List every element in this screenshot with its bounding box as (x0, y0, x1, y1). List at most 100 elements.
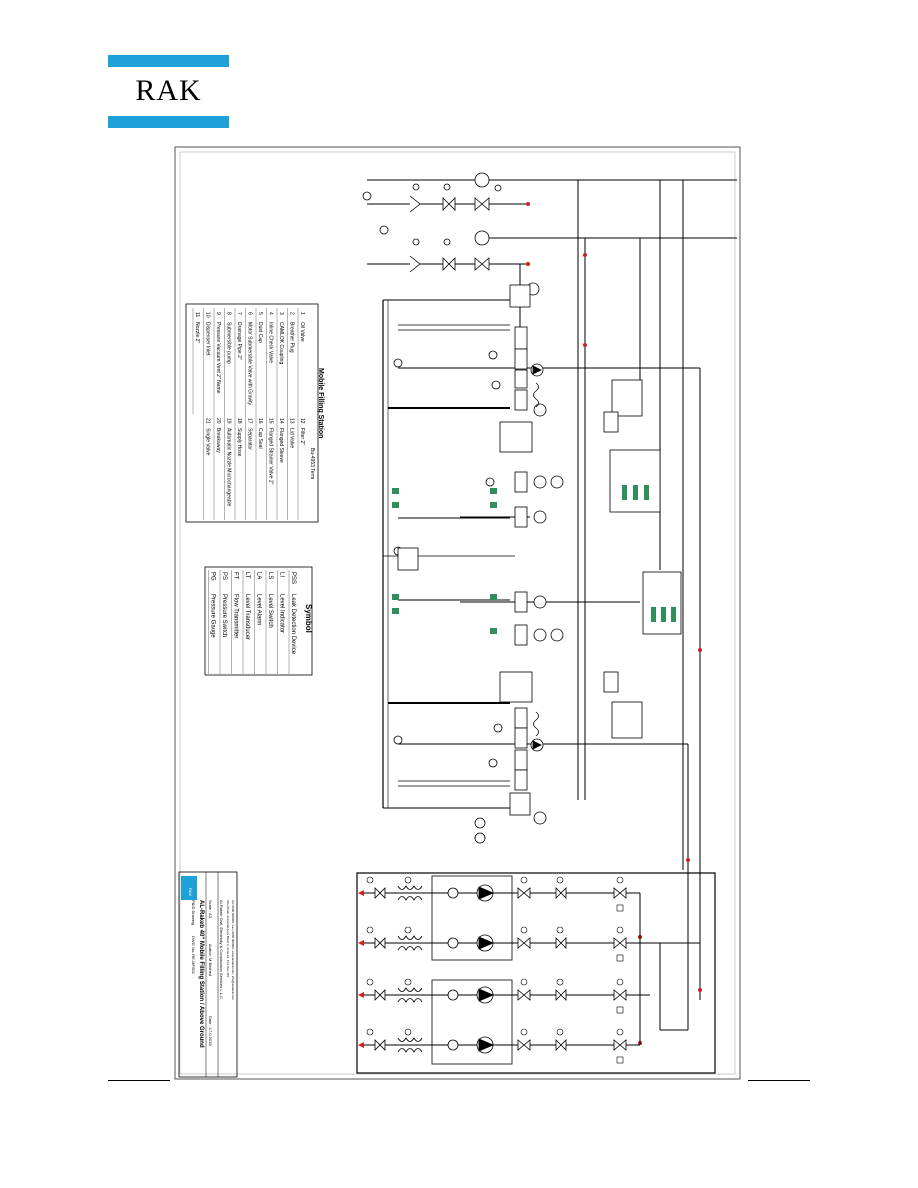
dispenser-pumps (447, 884, 495, 1054)
parts-table-row-no: 1 (299, 312, 305, 315)
symbol-table-desc: Level Transducer (244, 594, 250, 640)
parts-table-row-no: 21 (205, 418, 211, 424)
tank-instruments (393, 282, 564, 844)
parts-table-border (185, 303, 319, 523)
dispenser-lines (360, 892, 700, 1046)
parts-table-row-desc: Flanged Strainer Valve 2" (268, 428, 274, 485)
title-block-title: AL-Rakeb 40" Mobile Filling Station / Ab… (198, 900, 204, 1048)
symbol-table-desc: Level Indicator (279, 594, 285, 633)
title-block-logo-text: RAK (188, 888, 193, 897)
symbol-table: Symbol PSS Leak Detection Device LI Level I… (208, 570, 313, 674)
title-block-date: Date : 17.0.2018 (208, 1016, 213, 1046)
symbol-table-rows: PSS Leak Detection Device LI Level Indicato… (208, 570, 296, 674)
control-panels (603, 379, 682, 739)
parts-table-subtitle: Bu-4953 Term (309, 448, 315, 479)
title-block-logo (181, 876, 197, 900)
drawing-inner-frame (179, 151, 736, 1075)
parts-table-row-desc: Filter 2" (299, 428, 305, 445)
parts-table-row-desc: Oil Valve (299, 322, 305, 342)
title-block-number: DWG No: RE-MFS01 (191, 936, 196, 975)
symbol-table-code: PSS (290, 572, 296, 584)
parts-table-row-no: 19 (226, 418, 232, 424)
parts-table: Mobile Filling Station Bu-4953 Term 1Oil… (192, 308, 324, 520)
parts-table-row-desc: Nozzle 2" (194, 322, 200, 343)
title-block-address: Abu Dhabi, Industrial Area Block 3, Zone… (226, 900, 230, 978)
parts-table-row-no: 15 (268, 418, 274, 424)
parts-table-title: Mobile Filling Station (317, 368, 324, 438)
parts-table-row-no: 12 (299, 418, 305, 424)
symbol-table-desc: Leak Detection Device (290, 594, 296, 655)
drawing-frame (174, 146, 741, 1080)
symbol-table-code: PS (221, 572, 227, 580)
parts-table-row-desc: Breather Plug (289, 322, 295, 353)
symbol-table-code: PG (210, 572, 216, 581)
parts-table-row-no: 18 (236, 418, 242, 424)
parts-table-row-desc: Motor Submersible Valve with Gravity (247, 322, 253, 405)
title-block-border (178, 871, 238, 1078)
parts-table-row-desc: Supply Hose (236, 428, 242, 457)
parts-table-row-desc: Pressure Vacuum Vent 2" Name (215, 322, 221, 394)
symbol-table-code: LS (267, 572, 273, 579)
parts-table-row-desc: Cup Seal (257, 428, 263, 449)
symbol-table-code: LA (256, 572, 262, 579)
logo-bottom-band (108, 116, 229, 128)
symbol-table-border (204, 566, 313, 676)
manway-flanges (397, 284, 533, 816)
symbol-table-desc: Level Switch (267, 594, 273, 628)
dispenser-tags (366, 876, 624, 1064)
dispenser-outlet-arrows (358, 890, 364, 1048)
logo-top-band (108, 55, 229, 67)
title-block-type: P&ID Drawing (191, 900, 196, 925)
parts-table-row-no: 5 (257, 312, 263, 315)
title-block-scale: Scale : A3 (208, 900, 213, 919)
parts-table-row-no: 16 (257, 418, 263, 424)
tank-pumps (530, 363, 544, 752)
parts-table-row-desc: Automatic Nozzle Microchangeable (226, 428, 232, 507)
symbol-table-desc: Level Alarm (256, 594, 262, 625)
symbol-table-title: Symbol (304, 604, 313, 633)
panel-leds (622, 485, 676, 622)
tank-outline (382, 299, 515, 809)
rak-logo: RAK (108, 55, 229, 128)
symbol-table-desc: Pressure Gauge (210, 594, 216, 638)
dispenser-section (356, 872, 716, 1074)
parts-table-row-desc: CAMLOK Coupling (278, 322, 284, 364)
title-block-author: Author: M Bashed (208, 944, 213, 976)
parts-table-row-no: 20 (215, 418, 221, 424)
parts-table-row-desc: Single Valve (205, 428, 211, 456)
title-block-company: Al-Rakeb Civil, Electricity & Constructi… (219, 900, 224, 1000)
symbol-table-code: FT (233, 572, 239, 580)
symbol-table-desc: Pressure Switch (221, 594, 227, 637)
footer-rule-left (108, 1080, 170, 1081)
parts-table-row-no: 2 (289, 312, 295, 315)
parts-table-row-no: 3 (278, 312, 284, 315)
parts-table-row-no: 4 (268, 312, 274, 315)
parts-table-row-desc: Drainage Pipe 2" (236, 322, 242, 360)
footer-rule-right (748, 1080, 810, 1081)
parts-table-row-desc: Flanged Sleeve (278, 428, 284, 463)
parts-table-row-no: 9 (215, 312, 221, 315)
symbol-table-code: LI (279, 572, 285, 577)
parts-table-row-no: 17 (247, 418, 253, 424)
symbol-table-code: LT (244, 572, 250, 579)
parts-table-row-desc: Separator (247, 428, 253, 450)
parts-table-row-no: 14 (278, 418, 284, 424)
vent-piping (367, 179, 737, 1000)
title-block: P&ID Drawing DWG No: RE-MFS01 AL-Rakeb 4… (191, 900, 235, 1048)
parts-table-row-no: 8 (226, 312, 232, 315)
title-block-contact: Tel: 0000 000000, Fax: 0000 000000, www.… (231, 900, 235, 1000)
parts-table-row-no: 6 (247, 312, 253, 315)
dispenser-valves (374, 887, 627, 1051)
logo-text: RAK (135, 74, 202, 107)
parts-table-row-no: 10 (205, 312, 211, 318)
parts-table-row-desc: Submersible pump (226, 322, 232, 364)
parts-table-row-desc: Breakaway (215, 428, 221, 453)
parts-table-row-no: 13 (289, 418, 295, 424)
symbol-table-desc: Flow Transmitter (233, 594, 239, 638)
parts-table-row-desc: Lid Valve (289, 428, 295, 448)
parts-table-row-no: 11 (194, 312, 200, 317)
level-indicators (392, 488, 497, 634)
top-fittings (362, 172, 502, 273)
